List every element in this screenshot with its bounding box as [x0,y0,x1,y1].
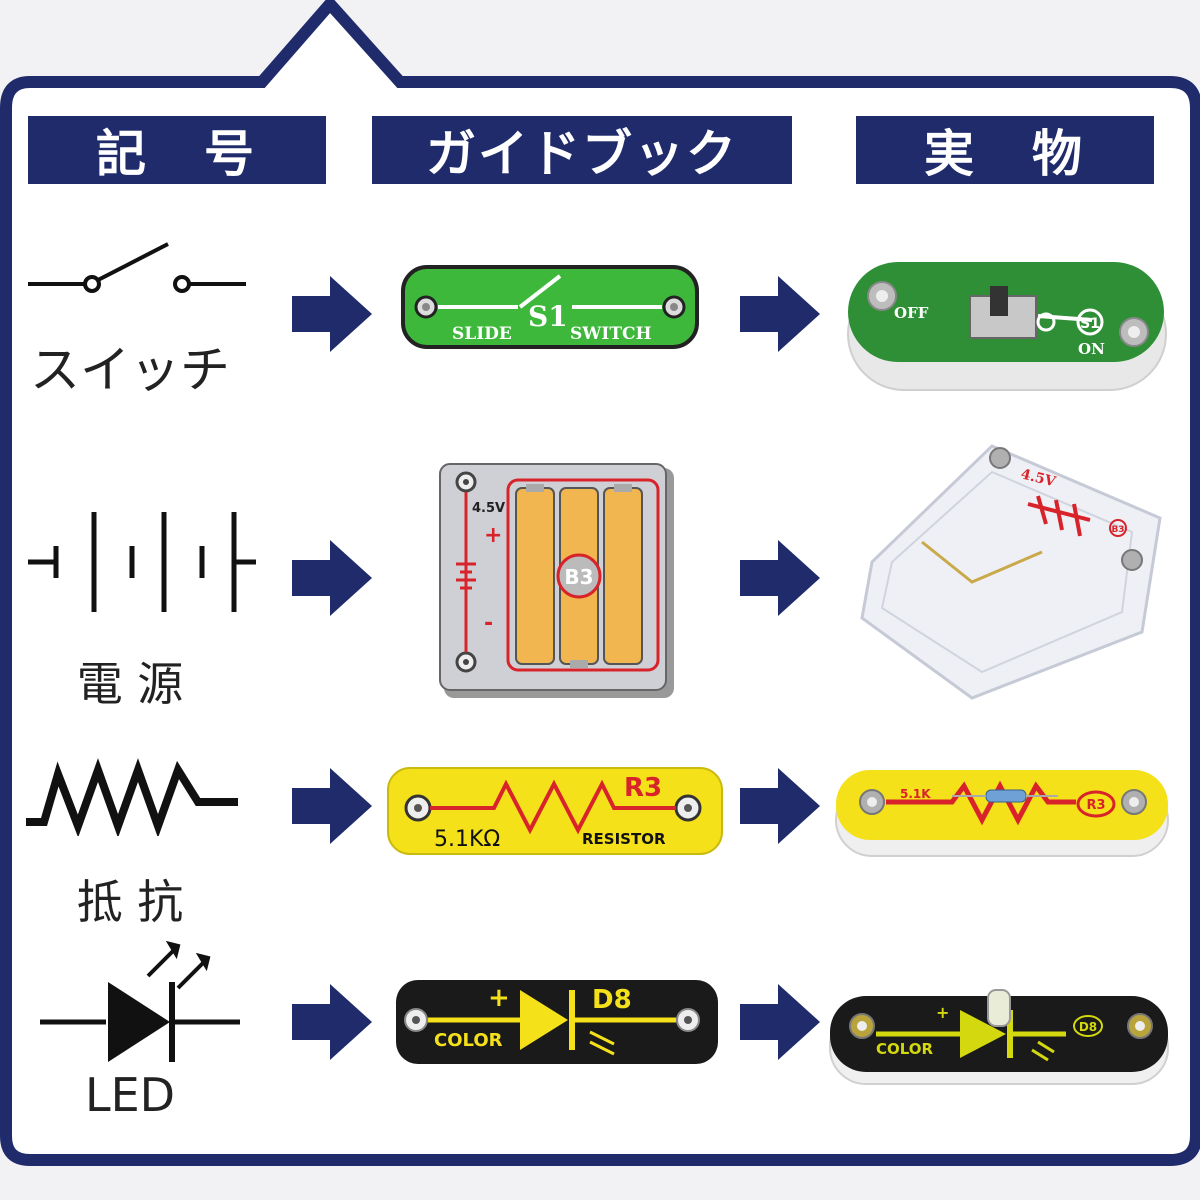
guide-resistor-type: RESISTOR [582,830,666,848]
snap-icon [1121,549,1143,571]
battery-symbol-icon [28,512,256,612]
photo-led-d8: + COLOR D8 [829,989,1169,1085]
right-arrow-icon [740,540,820,616]
label-resistor: 抵 抗 [76,875,184,929]
photo-switch-on-label: ON [1078,340,1105,358]
guide-led-plus: + [488,983,510,1013]
guide-resistor-r3: R3 5.1KΩ RESISTOR [387,767,723,855]
guide-battery-minus: - [484,611,493,636]
right-arrow-icon [292,984,372,1060]
label-battery: 電 源 [76,657,184,711]
photo-led-id: D8 [1079,1020,1097,1034]
photo-switch-id: S1 [1080,316,1100,332]
photo-switch-s1: OFF S1 ON [847,262,1167,391]
guide-led-color: COLOR [434,1030,503,1051]
guide-battery-b3: 4.5V + - B3 [439,463,674,698]
right-arrow-icon [740,984,820,1060]
led-symbol-icon [40,940,240,1062]
guide-led-d8: + D8 COLOR [396,980,718,1064]
label-switch: スイッチ [30,341,230,399]
photo-resistor-r3: 5.1K R3 [835,770,1169,857]
guide-switch-left-label: SLIDE [452,324,512,344]
photo-switch-off-label: OFF [894,304,929,322]
header-symbol: 記 号 [28,116,326,184]
photo-resistor-value: 5.1K [900,787,931,801]
guide-battery-id: B3 [564,565,593,589]
guide-resistor-value: 5.1KΩ [434,827,500,852]
header-actual: 実 物 [856,116,1154,184]
guide-switch-id: S1 [528,300,568,333]
photo-led-color: COLOR [876,1040,934,1058]
guide-resistor-id: R3 [624,773,662,803]
photo-battery-id: B3 [1111,525,1124,535]
right-arrow-icon [292,276,372,352]
photo-resistor-id: R3 [1086,798,1105,813]
guide-switch-right-label: SWITCH [570,324,652,344]
guide-battery-plus: + [484,523,502,548]
right-arrow-icon [292,540,372,616]
snap-icon [989,447,1011,469]
resistor-symbol-icon [26,758,238,836]
right-arrow-icon [292,768,372,844]
guide-led-id: D8 [592,985,632,1015]
right-arrow-icon [740,276,820,352]
guide-switch-s1: SLIDE S1 SWITCH [401,265,699,349]
photo-led-plus: + [936,1003,949,1022]
guide-battery-voltage: 4.5V [472,501,505,516]
photo-battery-b3: 4.5V B3 [860,444,1162,700]
switch-symbol-icon [28,242,246,293]
label-led: LED [84,1068,176,1122]
right-arrow-icon [740,768,820,844]
header-guidebook: ガイドブック [372,116,792,184]
